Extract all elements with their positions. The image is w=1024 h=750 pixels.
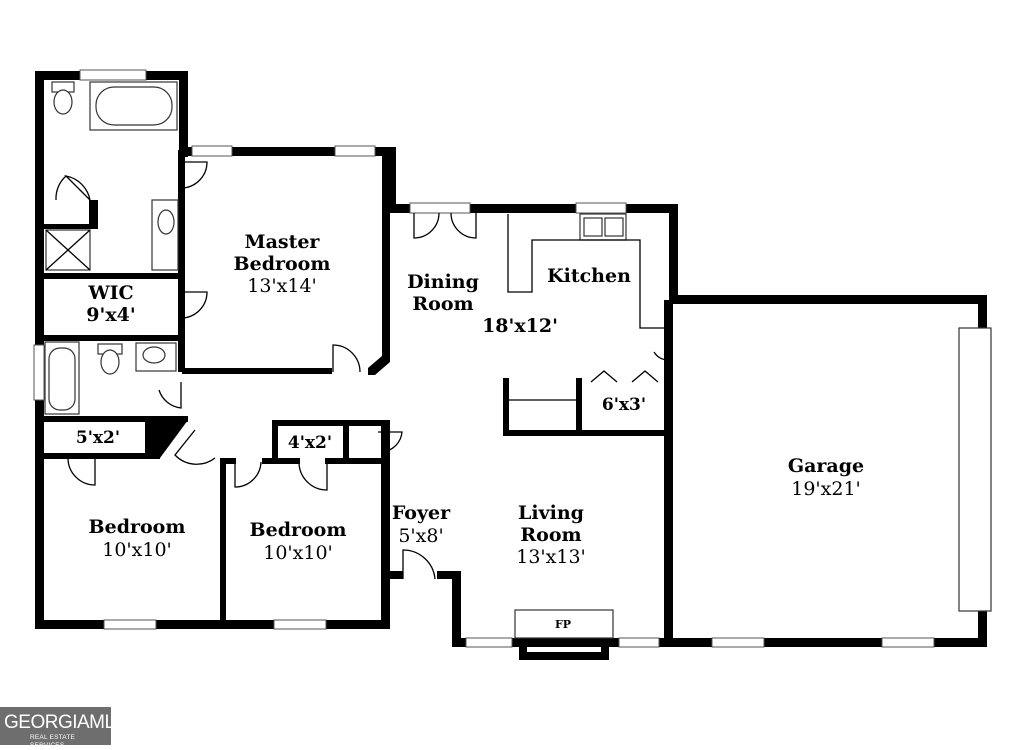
room-labels: Master Bedroom 13'x14' WIC 9'x4' Dining … [76, 231, 864, 631]
bedroom-mid-dim: 10'x10' [263, 542, 333, 564]
bedroom-mid-name: Bedroom [250, 519, 347, 541]
fixtures [44, 81, 992, 639]
master-bedroom-name-2: Bedroom [234, 253, 331, 275]
master-bedroom-dim: 13'x14' [247, 275, 317, 297]
wic-name: WIC [87, 282, 133, 304]
living-name-2: Room [520, 524, 581, 546]
living-name-1: Living [518, 502, 584, 524]
closet-4x2-dim: 4'x2' [288, 433, 332, 453]
bedroom-left-dim: 10'x10' [102, 539, 172, 561]
pantry-dim: 6'x3' [602, 395, 646, 415]
living-dim: 13'x13' [516, 546, 586, 568]
garage-name: Garage [788, 455, 864, 477]
kitchen-name: Kitchen [547, 265, 631, 287]
master-bedroom-name-1: Master [245, 231, 321, 253]
windows [33, 69, 935, 648]
bedroom-left-name: Bedroom [89, 516, 186, 538]
closet-5x2-dim: 5'x2' [76, 428, 120, 448]
foyer-name: Foyer [392, 502, 451, 524]
dining-name-1: Dining [407, 271, 479, 293]
walls [35, 71, 987, 660]
logo-text: GEORGIAMLS [4, 712, 127, 733]
garage-dim: 19'x21' [791, 478, 861, 500]
foyer-dim: 5'x8' [398, 525, 443, 547]
kitchen-dim: 18'x12' [482, 315, 558, 337]
dining-name-2: Room [412, 293, 473, 315]
georgia-mls-logo: GEORGIAMLS REAL ESTATE SERVICES [0, 707, 127, 749]
wic-dim: 9'x4' [86, 304, 135, 326]
fireplace-label: FP [555, 618, 571, 631]
logo-subtext: REAL ESTATE SERVICES [30, 734, 76, 749]
doors [55, 161, 672, 580]
